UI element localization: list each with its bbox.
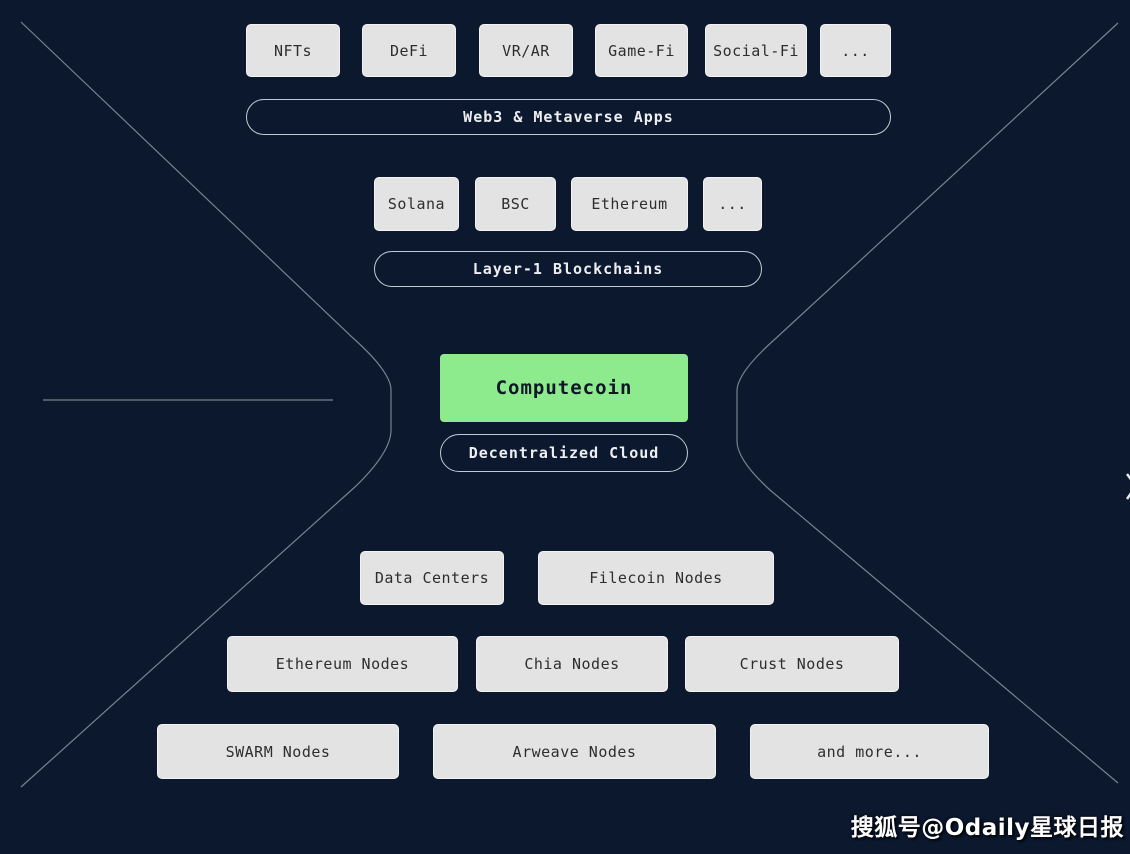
- layer1-pill: Layer-1 Blockchains: [374, 251, 762, 287]
- watermark: 搜狐号@Odaily星球日报: [850, 815, 1124, 841]
- app-box-game-fi: Game-Fi: [595, 24, 688, 77]
- infra-box-swarm-nodes: SWARM Nodes: [157, 724, 399, 779]
- infra-box-arweave-nodes: Arweave Nodes: [433, 724, 716, 779]
- computecoin-box: Computecoin: [440, 354, 688, 422]
- infra-box-chia-nodes: Chia Nodes: [476, 636, 668, 692]
- app-box-more: ...: [820, 24, 891, 77]
- chain-box-ethereum: Ethereum: [571, 177, 688, 231]
- chain-box-bsc: BSC: [475, 177, 556, 231]
- chain-box-solana: Solana: [374, 177, 459, 231]
- web3-apps-pill: Web3 & Metaverse Apps: [246, 99, 891, 135]
- decentralized-cloud-pill: Decentralized Cloud: [440, 434, 688, 472]
- infra-box-ethereum-nodes: Ethereum Nodes: [227, 636, 458, 692]
- app-box-social-fi: Social-Fi: [705, 24, 807, 77]
- app-box-nfts: NFTs: [246, 24, 340, 77]
- app-box-vr-ar: VR/AR: [479, 24, 573, 77]
- infra-box-crust-nodes: Crust Nodes: [685, 636, 899, 692]
- infra-box-and-more: and more...: [750, 724, 989, 779]
- app-box-defi: DeFi: [362, 24, 456, 77]
- infra-box-filecoin-nodes: Filecoin Nodes: [538, 551, 774, 605]
- infra-box-data-centers: Data Centers: [360, 551, 504, 605]
- chain-box-more: ...: [703, 177, 762, 231]
